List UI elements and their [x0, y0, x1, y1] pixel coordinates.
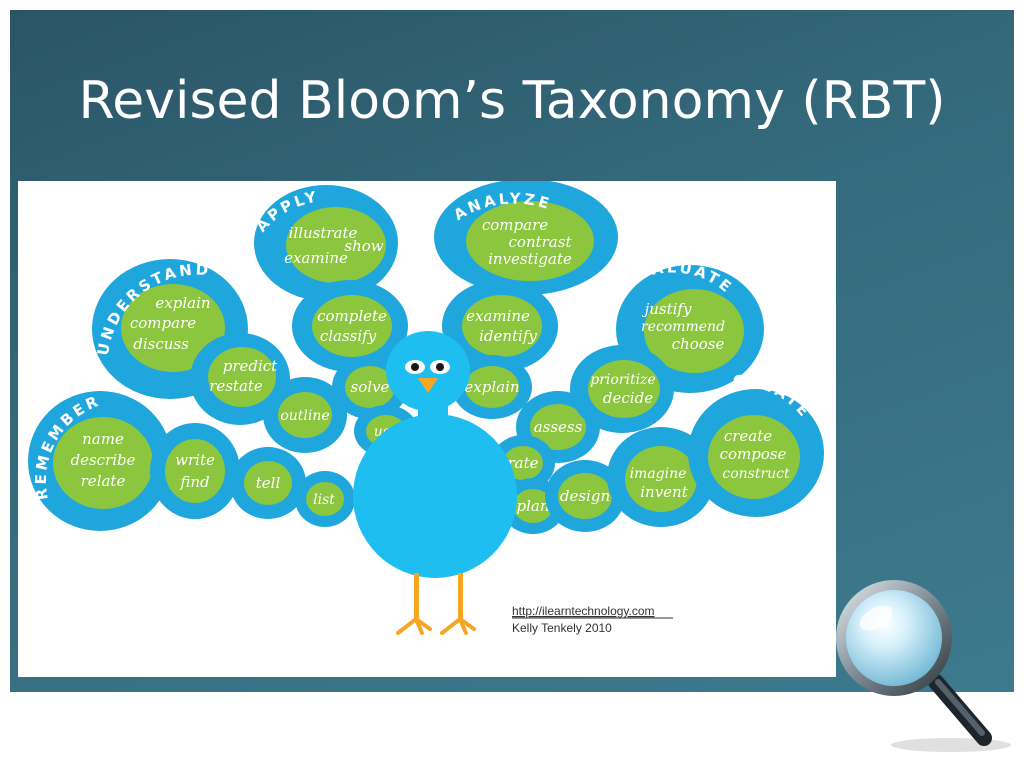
verb-explain-analyze: explain: [464, 378, 519, 396]
verb-name: name: [82, 430, 124, 448]
verb-show: show: [344, 237, 383, 255]
verb-choose: choose: [672, 335, 725, 353]
feather-outline: outline: [263, 377, 347, 453]
verb-find: find: [179, 473, 209, 491]
feather-complete-classify: complete classify: [292, 280, 408, 372]
slide-title: Revised Bloom’s Taxonomy (RBT): [78, 71, 946, 131]
feather-apply: APPLY illustrate show examine: [252, 185, 398, 301]
verb-write: write: [175, 451, 215, 469]
verb-prioritize: prioritize: [590, 372, 656, 388]
credit-author: Kelly Tenkely 2010: [512, 621, 612, 635]
peacock-legs: [396, 573, 476, 635]
verb-investigate: investigate: [488, 250, 572, 268]
feather-prioritize-decide: prioritize decide: [570, 345, 674, 433]
verb-plan: plan: [516, 497, 549, 515]
bloom-peacock-figure: REMEMBER name describe relate write find…: [18, 181, 836, 677]
feather-create: CREATE create compose construct: [688, 372, 824, 517]
feather-explain: explain: [452, 355, 532, 419]
verb-describe: describe: [70, 451, 135, 469]
verb-imagine: imagine: [630, 466, 687, 482]
verb-justify: justify: [642, 300, 692, 318]
verb-illustrate: illustrate: [289, 224, 358, 242]
feather-list: list: [295, 471, 355, 527]
feather-predict-restate: predict restate: [190, 333, 290, 425]
verb-predict: predict: [223, 357, 278, 375]
verb-complete: complete: [317, 307, 387, 325]
feather-write-find: write find: [150, 423, 240, 519]
feather-understand: UNDERSTAND explain compare discuss: [92, 259, 248, 399]
feather-design: design: [545, 460, 625, 532]
verb-compare-analyze: compare: [482, 216, 548, 234]
verb-compose: compose: [720, 445, 787, 463]
magnifier-glass-icon: [826, 570, 1016, 760]
verb-assess: assess: [534, 418, 583, 436]
verb-recommend: recommend: [641, 319, 725, 335]
verb-classify: classify: [320, 327, 377, 345]
verb-discuss: discuss: [133, 335, 189, 353]
feather-remember: REMEMBER name describe relate: [28, 391, 172, 531]
verb-design: design: [560, 487, 610, 505]
verb-list: list: [313, 492, 335, 508]
verb-identify: identify: [479, 327, 537, 345]
verb-compare: compare: [130, 314, 196, 332]
feather-imagine-invent: imagine invent: [607, 427, 715, 527]
verb-rate: rate: [507, 454, 538, 472]
verb-restate: restate: [209, 377, 263, 395]
verb-decide: decide: [603, 389, 653, 407]
feather-evaluate: EVALUATE justify recommend choose: [616, 258, 764, 393]
verb-relate: relate: [81, 472, 126, 490]
verb-construct: construct: [722, 466, 790, 482]
peacock-bird: [353, 331, 517, 635]
verb-explain: explain: [155, 294, 210, 312]
verb-solve: solve: [351, 378, 390, 396]
verb-invent: invent: [640, 483, 688, 501]
feather-tell: tell: [230, 447, 306, 519]
verb-outline: outline: [280, 408, 329, 424]
verb-examine: examine: [284, 249, 348, 267]
feather-examine-identify: examine identify: [442, 280, 558, 372]
feather-analyze: ANALYZE compare contrast investigate: [434, 181, 618, 295]
verb-examine-analyze: examine: [466, 307, 530, 325]
verb-contrast: contrast: [509, 233, 573, 251]
verb-tell: tell: [256, 474, 281, 492]
credit-url: http://ilearntechnology.com: [512, 604, 655, 618]
verb-create: create: [724, 427, 772, 445]
